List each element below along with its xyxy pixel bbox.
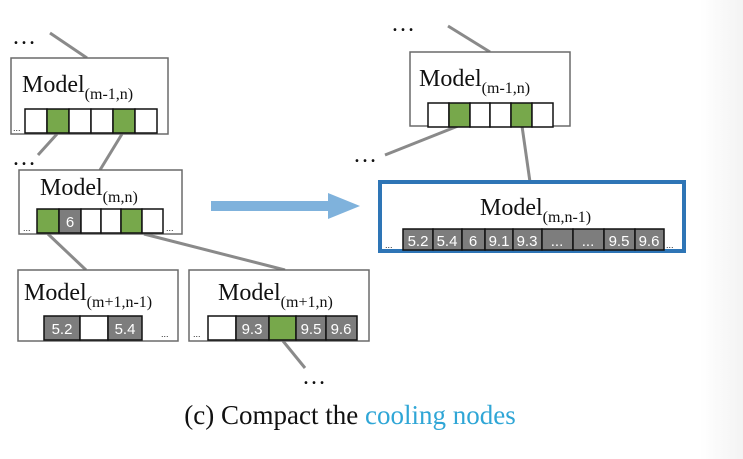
cell-value: 9.3 — [517, 233, 538, 250]
cell-value: 9.5 — [301, 321, 322, 338]
gray-cell — [107, 315, 143, 341]
key-array — [43, 315, 143, 341]
node-right-top: Model(m-1,n) — [409, 51, 571, 128]
green-cell — [46, 108, 70, 134]
node-title: Model(m-1,n) — [419, 66, 530, 97]
node-left-bottom-left: Model(m+1,n-1) ... 5.2 5.4 — [17, 269, 179, 342]
gray-cell — [325, 315, 358, 341]
edge-lmid-lbl — [46, 232, 88, 272]
cell-value: 6 — [66, 214, 74, 231]
green-cell — [448, 102, 471, 128]
edge-lbr-ellipsis — [281, 340, 307, 369]
figure-caption: (c) Compact the cooling nodes — [0, 400, 700, 431]
cell-value: 5.4 — [115, 321, 136, 338]
ellipsis-mid-left: … — [12, 145, 37, 171]
cell-value: ... — [551, 233, 564, 250]
cell-value: 9.5 — [609, 233, 630, 250]
green-cell — [120, 208, 143, 234]
gray-cell — [235, 315, 270, 341]
green-cell — [36, 208, 60, 234]
cell-ellipsis: ... — [13, 123, 21, 133]
caption-highlight: cooling nodes — [364, 400, 516, 430]
node-left-bottom-right: Model(m+1,n) ... 9.3 9.5 9.6 — [188, 269, 370, 342]
key-array — [36, 208, 164, 234]
right-tree-edges — [384, 24, 532, 183]
ellipsis-mid-right: … — [353, 142, 378, 168]
edge-ltop-parent — [49, 31, 88, 60]
cell-value: 9.6 — [331, 321, 352, 338]
compaction-arrow — [211, 193, 360, 219]
cell-ellipsis: ... — [161, 329, 169, 339]
cell-value: 6 — [469, 233, 477, 250]
edge-rtop-ellipsis — [384, 124, 459, 157]
gray-cell — [634, 228, 665, 251]
ellipsis-top-right: … — [391, 11, 416, 37]
key-array — [24, 108, 158, 134]
gray-cell — [43, 315, 81, 341]
left-tree-edges — [36, 31, 307, 369]
edge-rtop-rmid — [520, 125, 532, 183]
gray-cell — [295, 315, 327, 341]
cell-value: ... — [582, 233, 595, 250]
cell-value: 5.2 — [408, 233, 429, 250]
cell-ellipsis: ... — [193, 329, 201, 339]
cell-value: 9.6 — [639, 233, 660, 250]
right-edge-shading — [700, 0, 743, 459]
node-title: Model(m,n-1) — [480, 195, 591, 226]
cell-ellipsis: ... — [666, 240, 674, 250]
green-cell — [510, 102, 533, 128]
ellipsis-top-left: … — [12, 24, 37, 50]
edge-ltop-lmid — [98, 133, 124, 171]
edge-ltop-ellipsis — [36, 132, 59, 157]
node-right-compacted: Model(m,n-1) ... ... 5.2 5.4 6 9.1 9.3 .… — [378, 180, 686, 253]
node-title: Model(m+1,n-1) — [24, 280, 152, 311]
node-title: Model(m+1,n) — [218, 280, 333, 311]
node-left-top: Model(m-1,n) ... — [10, 57, 169, 135]
green-cell — [112, 108, 136, 134]
green-cell — [268, 315, 297, 341]
edge-rtop-parent — [447, 24, 491, 54]
key-array — [402, 228, 665, 251]
cell-ellipsis: ... — [385, 240, 393, 250]
cell-ellipsis: ... — [166, 223, 174, 233]
edge-lmid-lbr — [143, 232, 286, 272]
node-title: Model(m-1,n) — [22, 72, 133, 103]
caption-prefix: (c) Compact the — [184, 400, 365, 430]
cell-value: 5.4 — [437, 233, 458, 250]
cell-value: 9.3 — [242, 321, 263, 338]
cell-value: 5.2 — [52, 321, 73, 338]
node-title: Model(m,n) — [40, 175, 138, 206]
node-left-mid: Model(m,n) ... ... 6 — [18, 169, 183, 235]
key-array — [207, 315, 358, 341]
key-array — [427, 102, 554, 128]
cell-ellipsis: ... — [23, 223, 31, 233]
cell-value: 9.1 — [489, 233, 510, 250]
ellipsis-bottom: … — [302, 364, 327, 390]
